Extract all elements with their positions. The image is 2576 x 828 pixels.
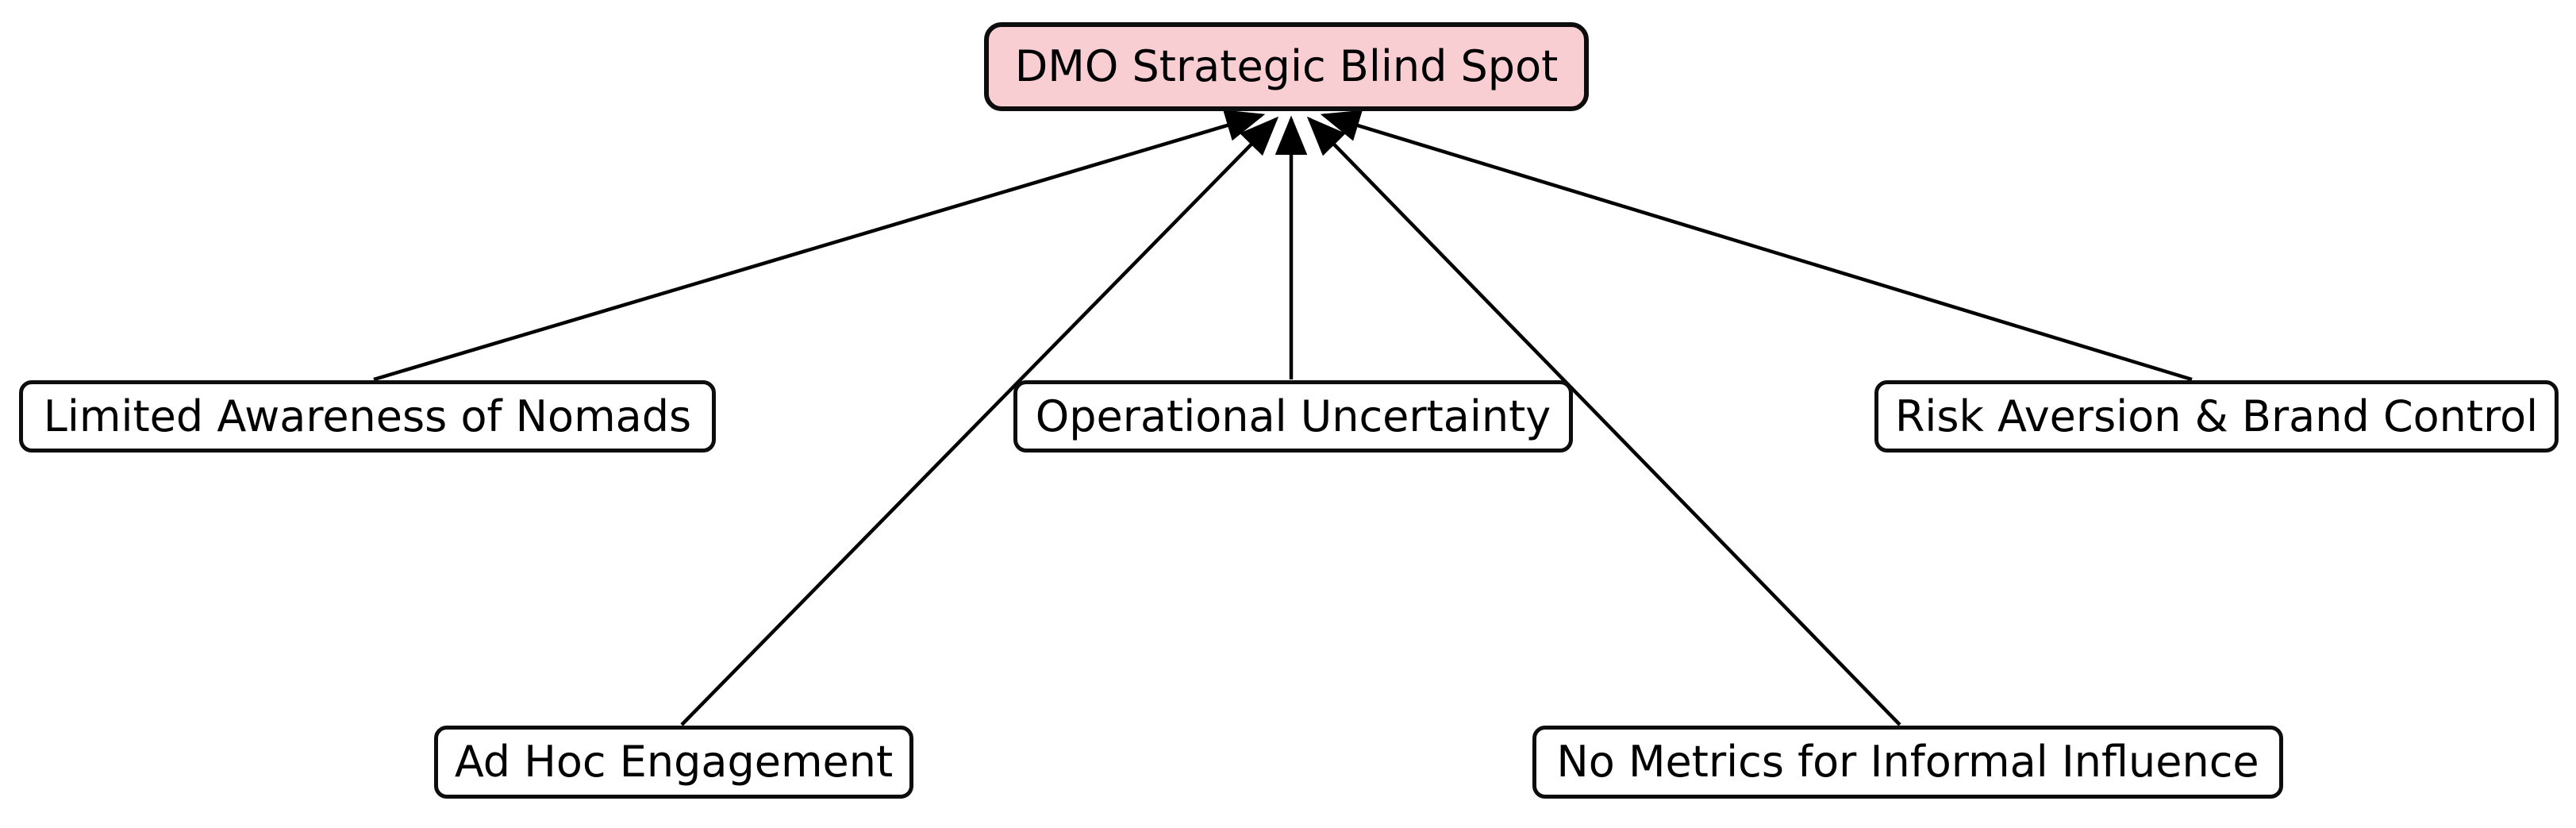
node-no-metrics-for-informal-influence: No Metrics for Informal Influence (1532, 726, 2283, 799)
node-ad-hoc-engagement: Ad Hoc Engagement (434, 726, 913, 799)
node-operational-uncertainty: Operational Uncertainty (1013, 380, 1573, 453)
node-label-ad-hoc-engagement: Ad Hoc Engagement (454, 737, 894, 787)
node-risk-aversion-brand-control: Risk Aversion & Brand Control (1874, 380, 2559, 453)
node-limited-awareness-of-nomads: Limited Awareness of Nomads (19, 380, 716, 453)
node-label-risk-aversion-brand-control: Risk Aversion & Brand Control (1894, 391, 2539, 441)
edge-limited-awareness-to-root (373, 110, 1266, 382)
node-label-limited-awareness-of-nomads: Limited Awareness of Nomads (43, 391, 692, 441)
node-label-operational-uncertainty: Operational Uncertainty (1035, 391, 1551, 441)
edge-risk-aversion-to-root (1320, 110, 2193, 382)
node-label-no-metrics-for-informal-influence: No Metrics for Informal Influence (1556, 737, 2259, 787)
node-label-dmo-strategic-blind-spot: DMO Strategic Blind Spot (1014, 41, 1559, 91)
node-dmo-strategic-blind-spot: DMO Strategic Blind Spot (984, 22, 1589, 111)
